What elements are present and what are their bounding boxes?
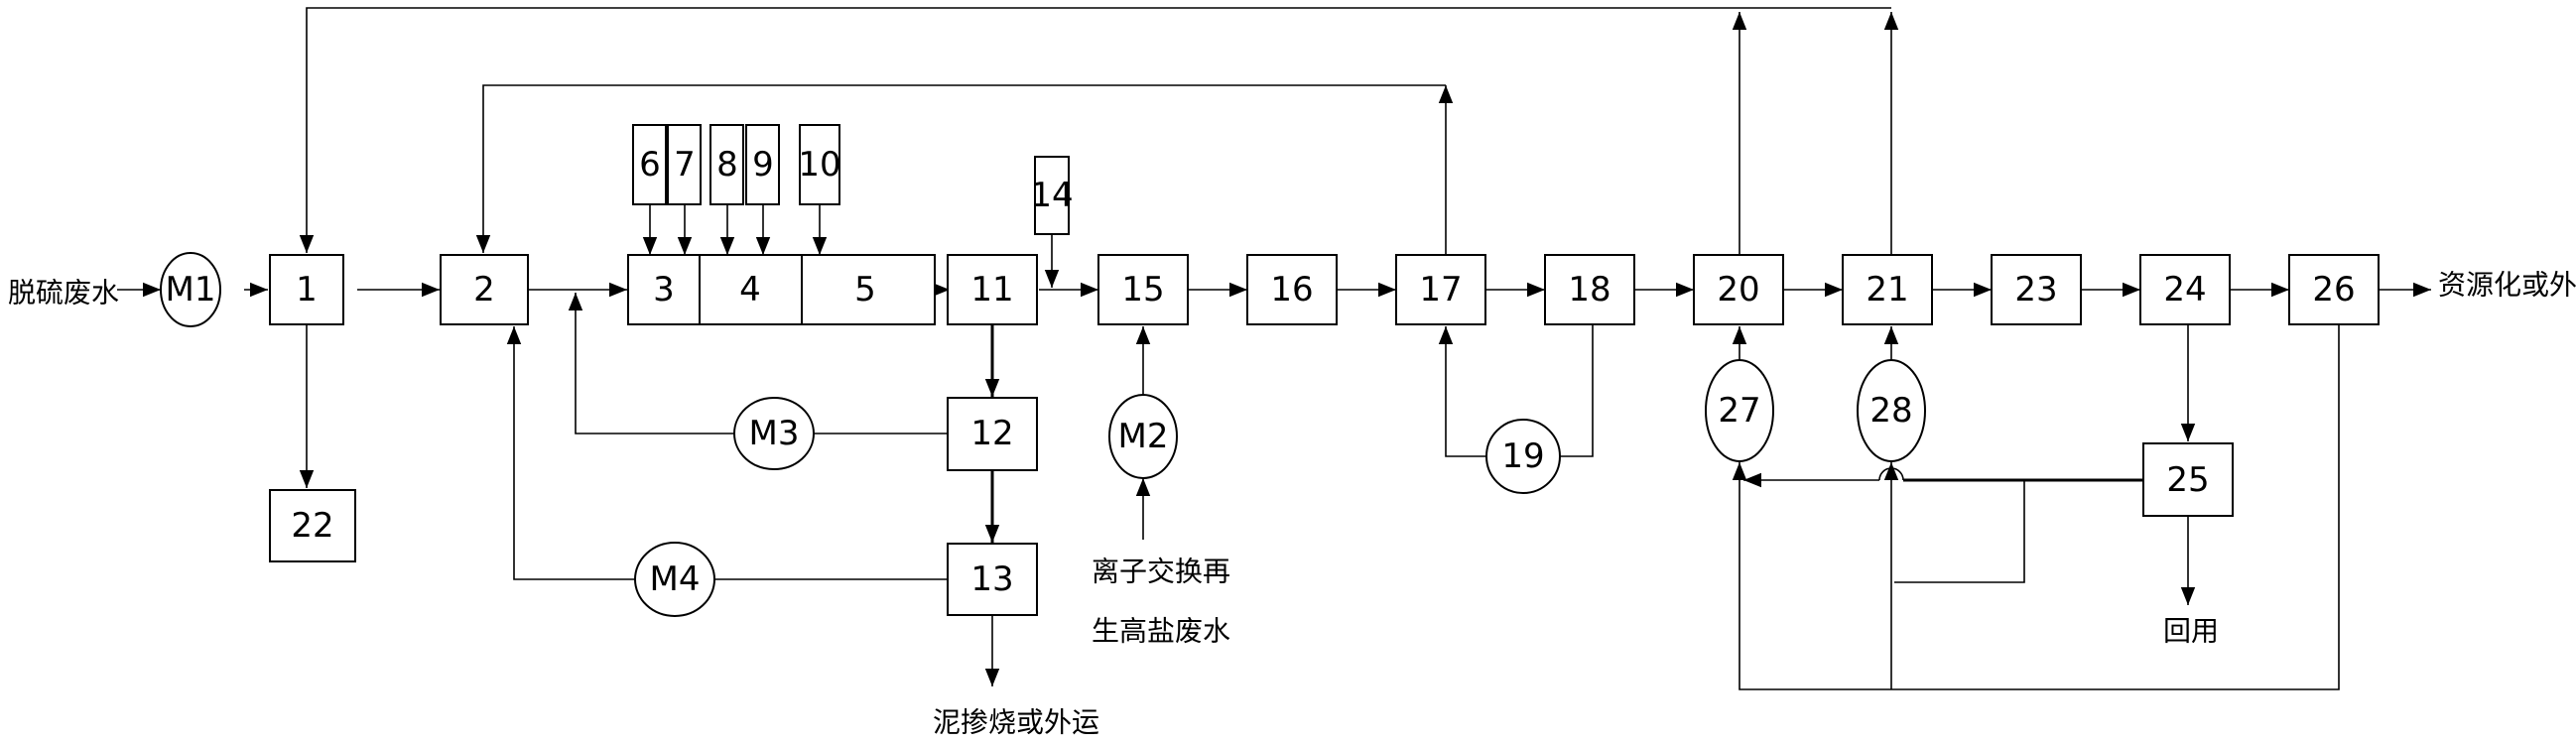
box-16: 16	[1246, 254, 1338, 325]
box-1: 1	[269, 254, 344, 325]
box-20: 20	[1693, 254, 1784, 325]
svg-text:28: 28	[1869, 391, 1912, 431]
svg-text:24: 24	[2163, 270, 2206, 310]
box-22: 22	[269, 489, 356, 562]
circle-19: 19	[1485, 419, 1561, 494]
connector-lines	[117, 7, 2431, 690]
svg-text:M3: M3	[749, 414, 800, 453]
svg-text:9: 9	[752, 145, 774, 185]
svg-text:M4: M4	[650, 559, 701, 599]
ion-exchange-label-2: 生高盐废水	[1092, 615, 1230, 648]
svg-text:22: 22	[291, 506, 333, 546]
svg-text:19: 19	[1501, 436, 1544, 476]
box-26: 26	[2288, 254, 2380, 325]
svg-text:11: 11	[970, 270, 1013, 310]
svg-text:2: 2	[473, 270, 495, 310]
reuse-label: 回用	[2163, 615, 2219, 648]
sludge-label: 泥掺烧或外运	[933, 706, 1099, 739]
box-24: 24	[2139, 254, 2231, 325]
circle-28: 28	[1857, 359, 1926, 462]
svg-text:13: 13	[970, 559, 1013, 599]
svg-text:1: 1	[296, 270, 318, 310]
box-13: 13	[947, 543, 1038, 616]
box-11: 11	[947, 254, 1038, 325]
circle-27: 27	[1705, 359, 1774, 462]
box-7: 7	[667, 124, 702, 205]
ion-exchange-label-1: 离子交换再	[1092, 556, 1230, 588]
svg-text:20: 20	[1717, 270, 1759, 310]
box-12: 12	[947, 397, 1038, 471]
box-5: 5	[854, 270, 876, 310]
inlet-label: 脱硫废水	[8, 277, 119, 310]
svg-text:M1: M1	[166, 270, 216, 310]
box-23: 23	[1991, 254, 2082, 325]
circle-m4: M4	[634, 542, 715, 617]
reactor-3-4-5: 3 4 5	[627, 254, 936, 325]
box-9: 9	[745, 124, 780, 205]
svg-text:8: 8	[716, 145, 738, 185]
box-21: 21	[1842, 254, 1933, 325]
circle-m2: M2	[1108, 394, 1178, 479]
svg-text:16: 16	[1270, 270, 1313, 310]
svg-text:6: 6	[639, 145, 661, 185]
svg-text:7: 7	[674, 145, 696, 185]
box-2: 2	[440, 254, 529, 325]
box-8: 8	[709, 124, 744, 205]
box-10: 10	[798, 124, 841, 205]
svg-text:14: 14	[1030, 176, 1073, 215]
svg-text:18: 18	[1568, 270, 1610, 310]
svg-text:25: 25	[2166, 460, 2209, 500]
box-15: 15	[1097, 254, 1189, 325]
svg-text:10: 10	[798, 145, 840, 185]
box-4: 4	[739, 270, 761, 310]
svg-text:26: 26	[2312, 270, 2355, 310]
svg-text:27: 27	[1718, 391, 1760, 431]
svg-text:23: 23	[2014, 270, 2057, 310]
svg-text:12: 12	[970, 414, 1013, 453]
circle-m1: M1	[160, 252, 221, 327]
box-25: 25	[2142, 442, 2234, 517]
box-3: 3	[653, 270, 675, 310]
circle-m3: M3	[733, 397, 815, 470]
box-14: 14	[1030, 156, 1074, 235]
svg-text:21: 21	[1866, 270, 1908, 310]
box-18: 18	[1544, 254, 1635, 325]
box-17: 17	[1395, 254, 1486, 325]
outlet-label: 资源化或外售	[2438, 269, 2576, 302]
box-6: 6	[632, 124, 667, 205]
svg-text:M2: M2	[1118, 417, 1169, 456]
svg-text:17: 17	[1419, 270, 1462, 310]
svg-text:15: 15	[1121, 270, 1164, 310]
